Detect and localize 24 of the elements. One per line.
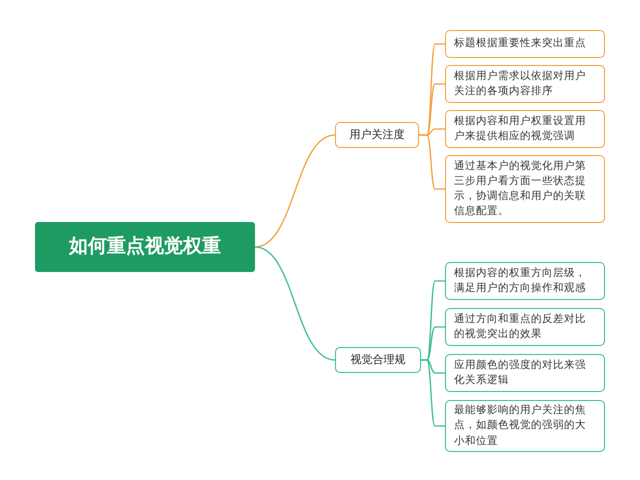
topic-text: 用户关注度 [350,127,404,143]
subtopic-box [445,262,605,300]
topic-text: 通过基本户的视觉化用户第三步用户看方面一些状态提示，协调信息和用户的关联信息配置。 [454,158,587,220]
topic-text: 根据内容和用户权重设置用户来提供相应的视觉强调 [454,114,587,144]
subtopic-box [445,400,605,452]
topic-text: 视觉合理规 [350,352,406,368]
subtopic-box [445,30,605,58]
subtopic-box [445,308,605,346]
subtopic-box [445,65,605,103]
branch-connector [254,134,336,248]
subtopic-box [445,155,605,223]
topic-text: 通过方向和重点的反差对比的视觉突出的效果 [454,312,587,342]
root-topic-box [35,222,255,272]
topic-text: 如何重点视觉权重 [69,234,221,260]
topic-text: 标题根据重要性来突出重点 [454,36,586,52]
topic-text: 根据内容的权重方向层级，满足用户的方向操作和观感 [454,266,587,296]
subtopic-box [445,354,605,392]
topic-text: 应用颜色的强度的对比来强化关系逻辑 [454,358,587,388]
branch-topic-box [335,347,421,373]
branch-connector [254,246,336,361]
topic-text: 根据用户需求以依据对用户关注的各项内容排序 [454,68,587,99]
subtopic-box [445,110,605,148]
branch-topic-box [335,122,419,148]
topic-text: 最能够影响的用户关注的焦点，如颜色视觉的强弱的大小和位置 [454,403,587,449]
